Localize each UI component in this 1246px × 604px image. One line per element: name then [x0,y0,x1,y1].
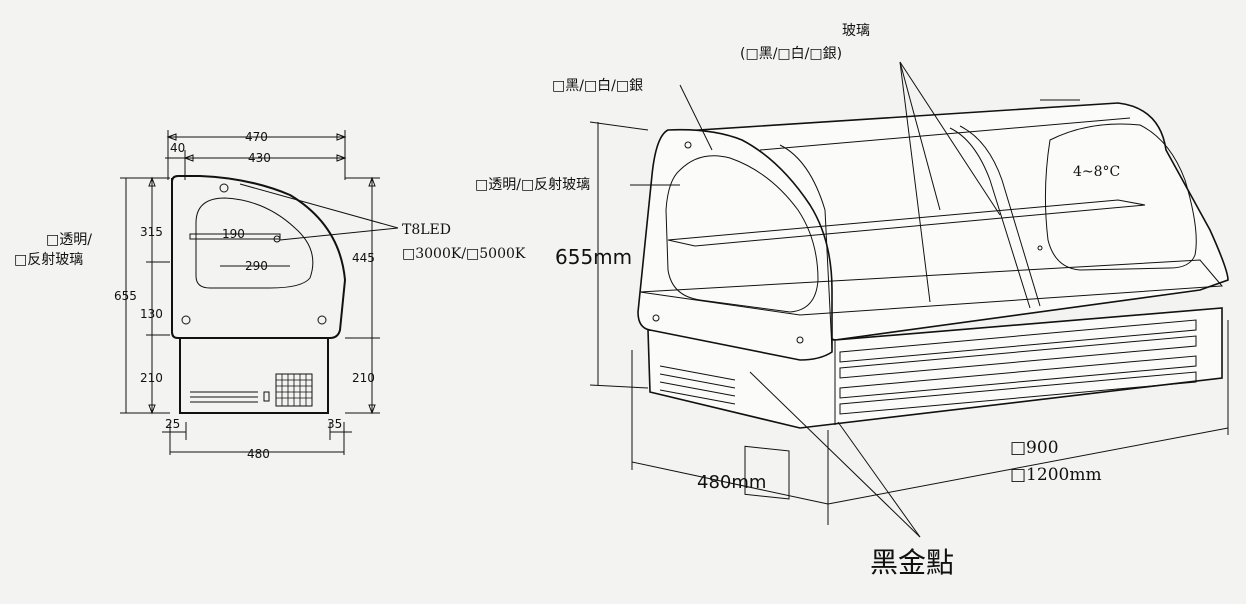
dim-inset: 40 [170,141,185,155]
led-leader-2 [279,227,399,241]
black-dot-label: 黑金點 [870,546,954,579]
upper-shelf [667,199,1146,247]
glass-type: □透明/□反射玻璃 [475,176,590,193]
side-panel-outline [171,175,347,339]
dim-inner-width: 430 [248,151,271,165]
dim-depth-line [631,461,829,505]
length-option-2: □1200mm [1010,465,1102,485]
led-tube [273,235,281,243]
glass-leader-3 [899,61,1001,216]
dim-mid-height: 130 [140,307,163,321]
led-label: T8LED [402,222,451,238]
perspective-view: 655mm 480mm □900 □1200mm [475,22,1229,579]
glass-title: 玻璃 [842,22,870,39]
control-panel-3d [744,445,790,500]
glass-leader-2 [899,61,931,303]
dim-left-foot: 25 [165,417,180,431]
height-dimension: 655mm [555,245,632,269]
temperature-label: 4~8°C [1073,164,1120,180]
base-vent [190,391,258,403]
switch [263,391,270,402]
front-vent-rows [839,319,1197,415]
left-end-window [665,155,819,313]
shelf [189,233,281,240]
center-divider-inner [959,125,1041,307]
left-end-screw-right [796,336,804,344]
base-cabinet [179,337,329,414]
frame-colors-leader [679,84,713,151]
dim-height-top [589,121,649,131]
dim-window: 290 [245,259,268,273]
left-end-screw-top [684,141,692,149]
dim-lower-height-right: 210 [352,371,375,385]
dim-total-width: 470 [245,130,268,144]
side-view: 470 40 430 315 655 130 210 [14,130,526,461]
dim-right-height: 445 [352,251,375,265]
led-mount-right [317,315,327,325]
canopy-rear-edge [759,117,1131,151]
glass-label-line2: □反射玻璃 [14,251,83,268]
dim-left-vertical-lines [120,176,170,415]
led-options: □3000K/□5000K [402,246,526,262]
control-grid [276,374,312,406]
left-end-panel [637,128,833,361]
dim-height-bottom [589,384,649,389]
center-divider-outer [949,127,1031,309]
side-window [195,197,314,289]
dim-shelf: 190 [222,227,245,241]
dim-total-width-line [166,130,347,180]
right-end-screw [1037,245,1043,251]
dim-upper-height: 315 [140,225,163,239]
led-mount-top [219,183,229,193]
left-end-screw-left [652,314,660,322]
length-option-1: □900 [1010,438,1059,458]
dim-inner-width-line [165,150,347,180]
dim-right-foot: 35 [327,417,342,431]
dim-total-height: 655 [114,289,137,303]
right-end-window [1044,123,1197,271]
dim-base-width: 480 [247,447,270,461]
dim-lower-height-left: 210 [140,371,163,385]
depth-dimension: 480mm [697,472,766,493]
glass-colors: (□黑/□白/□銀) [740,46,842,62]
dot-leader-1 [749,371,921,538]
front-glass-edge [779,144,833,351]
dim-length-line [827,427,1229,505]
frame-colors: □黑/□白/□銀 [552,78,643,94]
side-vent-rows [659,365,736,405]
deck-shelf [639,259,1224,316]
led-leader-1 [239,183,399,229]
glass-label-line1: □透明/ [46,232,92,248]
dim-right-vertical-lines [345,176,380,415]
led-mount-left [181,315,191,325]
glass-leader-1 [899,61,941,211]
dot-leader-2 [837,421,921,538]
